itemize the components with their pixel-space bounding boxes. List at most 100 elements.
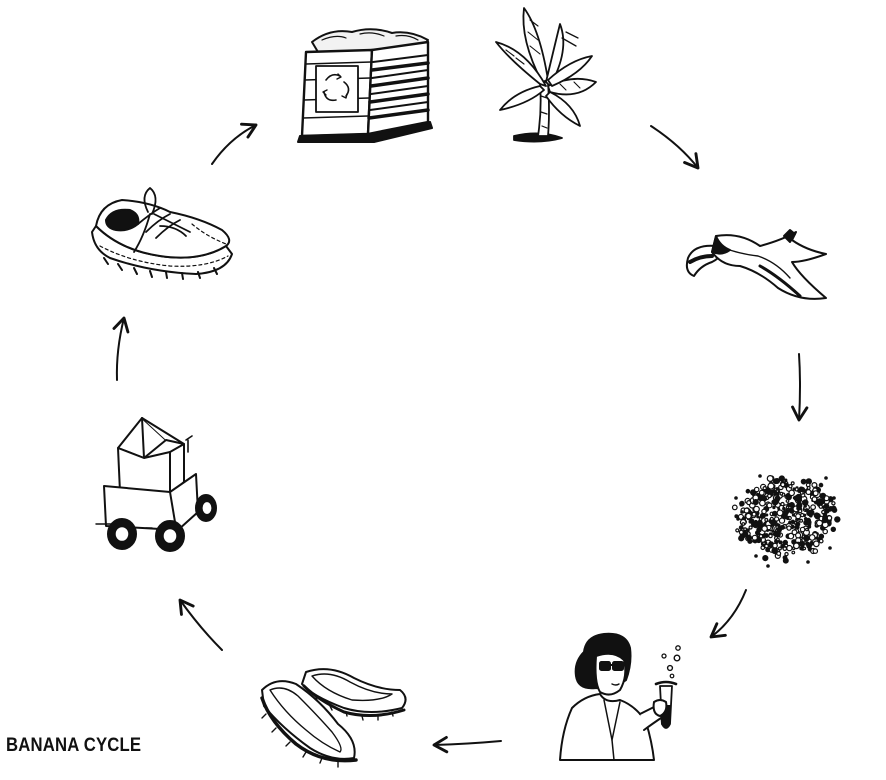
fiber-particle [821, 517, 828, 524]
fiber-particle [765, 534, 769, 538]
fiber-particle [818, 482, 824, 488]
fiber-particle [818, 533, 825, 540]
fiber-particle [763, 489, 767, 493]
fiber-particle [779, 524, 785, 530]
fiber-particle [778, 517, 786, 524]
fiber-particle [803, 534, 810, 542]
fiber-particle [830, 526, 836, 532]
fiber-particle [802, 499, 809, 506]
arrow-scientist-to-flats [432, 735, 502, 754]
fiber-particle [832, 496, 836, 500]
fiber-particle [792, 487, 796, 491]
fiber-particle [798, 508, 803, 514]
fiber-particle [779, 491, 784, 496]
fiber-particle [766, 502, 773, 509]
fiber-particle [778, 475, 785, 482]
fiber-particle [774, 531, 779, 536]
fiber-particle [748, 519, 753, 524]
fiber-particle [797, 501, 802, 506]
fiber-particle [794, 524, 799, 529]
fiber-particle [770, 519, 777, 527]
fiber-particle [758, 533, 764, 539]
fiber-particle [754, 554, 758, 558]
fiber-particle [808, 534, 816, 541]
fiber-particle [735, 528, 740, 533]
fiber-particle [773, 502, 777, 506]
fiber-particle [824, 508, 830, 514]
fiber-particle [751, 511, 757, 517]
fiber-particle [812, 540, 820, 548]
fiber-particle [832, 506, 837, 510]
fiber-particle [731, 504, 738, 511]
fiber-particle [782, 539, 788, 546]
fiber-particle [811, 482, 818, 489]
fiber-particle [734, 496, 738, 500]
fiber-particle [812, 490, 819, 497]
fiber-particle [756, 519, 763, 527]
fiber-particle [821, 527, 826, 531]
diagram-title: BANANA CYCLE [6, 735, 142, 756]
fiber-particle [764, 543, 769, 549]
fiber-particle [771, 489, 775, 493]
scientist-with-test-tube-icon [559, 632, 681, 761]
fiber-particle [753, 505, 760, 513]
fiber-particle [771, 547, 779, 555]
fiber-particle [799, 490, 804, 495]
arrow-plant-to-peel [650, 125, 700, 170]
fiber-particle [809, 540, 815, 546]
fiber-particle [775, 487, 780, 491]
fiber-particle [784, 551, 789, 557]
arrow-flats-to-rover [178, 598, 223, 651]
fiber-particle [784, 478, 788, 482]
fiber-particle [780, 482, 786, 488]
fiber-particle [776, 509, 784, 517]
fiber-particle [799, 546, 804, 551]
arrow-sneaker-to-bin [211, 122, 258, 165]
fiber-particle [759, 512, 766, 519]
fiber-particle [765, 513, 769, 517]
fiber-particle [762, 541, 766, 546]
fiber-particle [771, 510, 778, 517]
fiber-particle [795, 513, 802, 520]
fiber-particle [805, 489, 812, 496]
fiber-particle [831, 501, 836, 506]
fiber-particle [745, 488, 751, 494]
fiber-particle [761, 525, 768, 532]
recycling-bin-icon [297, 28, 433, 143]
fiber-particle [738, 525, 744, 530]
fiber-particle [772, 542, 778, 549]
fiber-particle [822, 505, 826, 509]
fiber-particle [753, 539, 758, 544]
rover-vehicle-icon [95, 417, 217, 552]
fiber-particle [745, 512, 752, 520]
fiber-particle [758, 474, 762, 478]
fiber-particle [752, 499, 759, 506]
fiber-particle [813, 512, 820, 519]
fiber-particle [738, 535, 745, 542]
fiber-particle [772, 505, 776, 510]
fiber-particle [738, 529, 744, 535]
fiber-particle [804, 508, 809, 512]
fiber-particle [828, 546, 832, 550]
fiber-particle [828, 506, 834, 512]
fiber-particle [790, 519, 796, 524]
fiber-particle [786, 525, 792, 531]
sneaker-icon [91, 187, 233, 280]
fiber-particle [786, 544, 793, 552]
fiber-particle [787, 532, 795, 540]
fiber-particle [762, 554, 769, 562]
fiber-particle [821, 499, 825, 503]
fiber-particle [807, 524, 812, 529]
fiber-particle [758, 489, 765, 496]
fiber-particle [786, 502, 791, 507]
fiber-particle [774, 477, 781, 484]
fiber-particle [811, 496, 818, 503]
fiber-particle [743, 507, 750, 514]
fiber-particle [818, 538, 824, 544]
fiber-particle [790, 481, 795, 486]
fiber-particle [792, 496, 797, 500]
fiber-particle [748, 525, 753, 530]
fiber-particle [791, 513, 796, 517]
fiber-particle [805, 527, 809, 532]
